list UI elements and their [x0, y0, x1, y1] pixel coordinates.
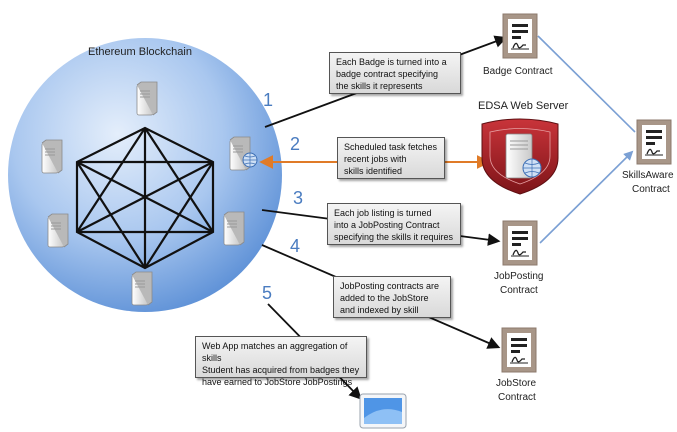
jobposting-contract-label-1: JobPosting	[494, 271, 544, 282]
link-badge-skillsaware	[537, 35, 636, 133]
step-number-2: 2	[290, 134, 301, 154]
computer-monitor-icon	[359, 393, 407, 429]
node-server-icon	[131, 271, 153, 306]
skillsaware-contract-label-2: Contract	[632, 184, 670, 195]
callout-step1: Each Badge is turned into a badge contra…	[329, 52, 461, 94]
badge-contract-icon	[502, 13, 538, 59]
node-server-icon	[223, 211, 245, 246]
step-number-3: 3	[293, 188, 304, 208]
jobstore-contract-icon	[501, 327, 537, 373]
link-jobposting-skillsaware	[539, 150, 634, 244]
node-server-icon	[47, 213, 69, 248]
node-mesh	[75, 126, 215, 270]
node-server-icon	[136, 81, 158, 116]
jobstore-contract-label-1: JobStore	[496, 378, 537, 389]
callout-step3: Each job listing is turned into a JobPos…	[327, 203, 461, 245]
skillsaware-contract-icon	[636, 119, 672, 165]
callout-step2: Scheduled task fetches recent jobs with …	[337, 137, 445, 179]
web-server-title: EDSA Web Server	[478, 100, 569, 112]
node-server-icon	[41, 139, 63, 174]
jobposting-contract-label-2: Contract	[500, 285, 538, 296]
step-number-4: 4	[290, 236, 301, 256]
callout-step5: Web App matches an aggregation of skills…	[195, 336, 367, 387]
badge-contract-label: Badge Contract	[483, 66, 553, 77]
skillsaware-contract-label-1: SkillsAware	[622, 170, 674, 181]
jobstore-contract-label-2: Contract	[498, 392, 536, 403]
step-number-5: 5	[262, 283, 273, 303]
web-server-shield-icon	[481, 118, 559, 195]
callout-step4: JobPosting contracts are added to the Jo…	[333, 276, 451, 318]
blockchain-title: Ethereum Blockchain	[88, 46, 192, 58]
jobposting-contract-icon	[502, 220, 538, 266]
step-number-1: 1	[263, 90, 274, 110]
